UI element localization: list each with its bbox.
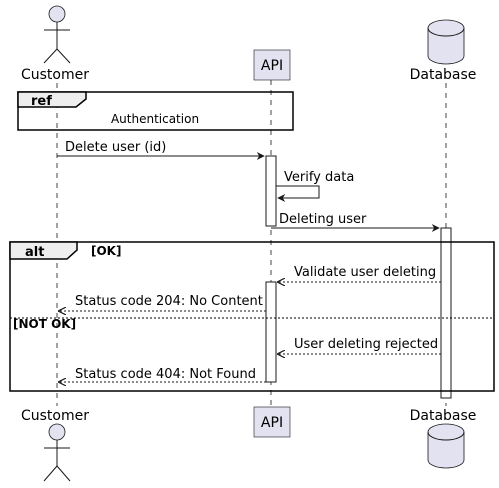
database-icon-top [427, 19, 465, 65]
database-activation [440, 227, 452, 399]
api-activation-2 [265, 281, 277, 383]
delete-user-label: Delete user (id) [65, 140, 166, 155]
alt-guard-ok: [OK] [91, 244, 121, 258]
actor-head-icon [48, 423, 66, 441]
verify-data-arrow [276, 185, 320, 202]
alt-frame-tab [9, 241, 78, 260]
customer-actor-bottom [43, 423, 71, 482]
customer-actor-top [43, 5, 71, 64]
ref-text: Authentication [111, 112, 199, 126]
alt-guard-not-ok: [NOT OK] [13, 317, 76, 331]
user-deleting-rejected-label: User deleting rejected [294, 337, 438, 352]
api-activation-1 [265, 155, 277, 227]
customer-label-top: Customer [21, 67, 89, 83]
api-label-top: API [261, 58, 283, 74]
deleting-user-label: Deleting user [279, 212, 367, 227]
validate-user-deleting-label: Validate user deleting [294, 265, 436, 280]
database-icon-bottom [427, 423, 465, 469]
ref-keyword: ref [31, 94, 52, 109]
actor-head-icon [48, 5, 66, 23]
ref-frame [17, 91, 294, 131]
verify-data-label: Verify data [284, 170, 354, 185]
status-204-label: Status code 204: No Content [75, 294, 263, 309]
api-label-bottom: API [261, 415, 283, 431]
ref-frame-tab [17, 91, 87, 108]
customer-label-bottom: Customer [21, 408, 89, 424]
status-404-label: Status code 404: Not Found [75, 367, 256, 382]
alt-keyword: alt [25, 245, 44, 260]
api-participant-top [253, 49, 291, 81]
database-label-top: Database [410, 67, 477, 83]
database-label-bottom: Database [410, 408, 477, 424]
api-participant-bottom [253, 406, 291, 438]
alt-frame [9, 241, 495, 392]
